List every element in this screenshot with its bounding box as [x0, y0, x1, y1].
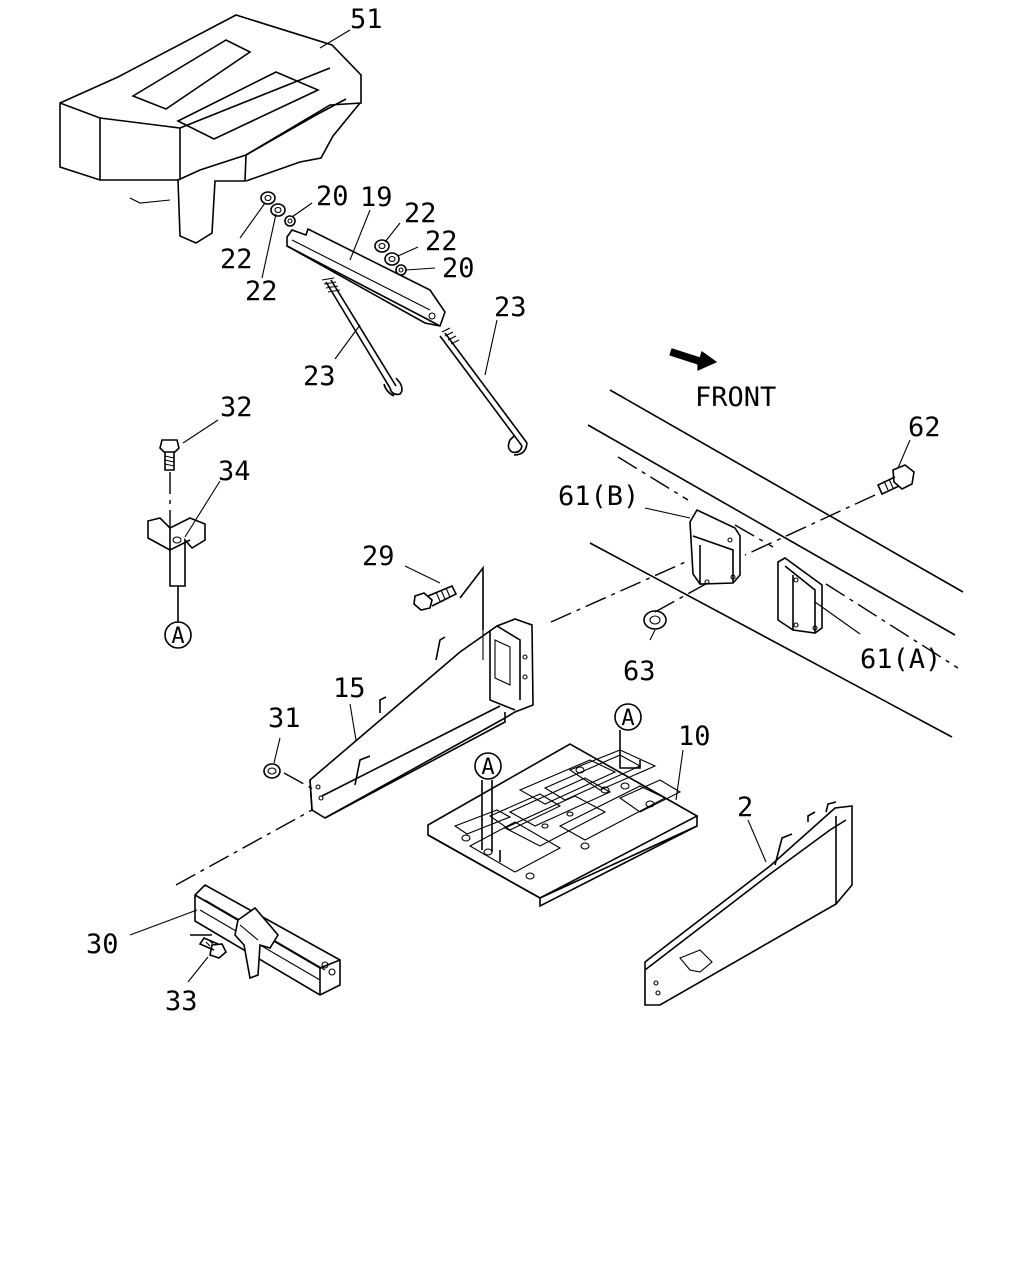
ref-a1-text: A: [171, 624, 184, 649]
callout-33: 33: [165, 986, 198, 1017]
chassis-frame: [587, 389, 964, 738]
ref-a2: A: [614, 703, 642, 731]
callout-23-left: 23: [303, 361, 336, 392]
callout-15: 15: [333, 673, 366, 704]
alignment-lines: [175, 456, 959, 936]
callout-63: 63: [623, 656, 656, 687]
ref-a2-leader: [619, 730, 641, 769]
bolt-29: [413, 584, 458, 611]
callout-23-right: 23: [494, 292, 527, 323]
callout-61a: 61(A): [860, 644, 941, 675]
callout-29: 29: [362, 541, 395, 572]
bracket-34: [147, 517, 206, 587]
hook-rod-right: [439, 327, 528, 456]
bolt-33: [198, 937, 227, 959]
battery-tray: [427, 743, 699, 908]
callout-22-d: 22: [425, 226, 458, 257]
nut-63: [643, 610, 667, 630]
nut-31: [263, 763, 281, 779]
callout-62: 62: [908, 412, 941, 443]
callout-22-b: 22: [245, 276, 278, 307]
clamp-bar: [286, 227, 446, 327]
mount-bracket-61b: [689, 508, 741, 585]
mount-bracket-61a: [777, 557, 823, 634]
left-support-bracket: [309, 618, 534, 819]
callout-30: 30: [86, 929, 119, 960]
front-arrow-icon: [669, 348, 718, 371]
bolt-32: [159, 439, 180, 471]
holddown-rail: [194, 884, 341, 996]
callout-22-c: 22: [404, 198, 437, 229]
callout-19: 19: [360, 182, 393, 213]
callout-34: 34: [218, 456, 251, 487]
bolt-62: [876, 464, 915, 496]
callout-22-a: 22: [220, 244, 253, 275]
callout-31: 31: [268, 703, 301, 734]
ref-a2-text: A: [621, 706, 634, 731]
callout-10: 10: [678, 721, 711, 752]
leader-lines: [129, 29, 911, 983]
callout-51: 51: [350, 4, 383, 35]
ref-a3-text: A: [481, 755, 494, 780]
callout-20-left: 20: [316, 181, 349, 212]
callout-32: 32: [220, 392, 253, 423]
callout-61b: 61(B): [558, 481, 639, 512]
ref-a3-leader: [481, 780, 501, 862]
bolt-29-guide: [459, 565, 484, 630]
right-support-bracket: [644, 801, 853, 1006]
nuts-washers-right: [374, 239, 407, 276]
callout-20-right: 20: [442, 253, 475, 284]
ref-a3: A: [474, 752, 502, 780]
front-label: FRONT: [695, 382, 776, 413]
hook-rod-left: [321, 277, 403, 397]
ref-a1: A: [164, 621, 192, 649]
callout-2: 2: [737, 792, 753, 823]
nuts-washers-left: [260, 191, 296, 227]
battery-cover: [59, 14, 362, 244]
